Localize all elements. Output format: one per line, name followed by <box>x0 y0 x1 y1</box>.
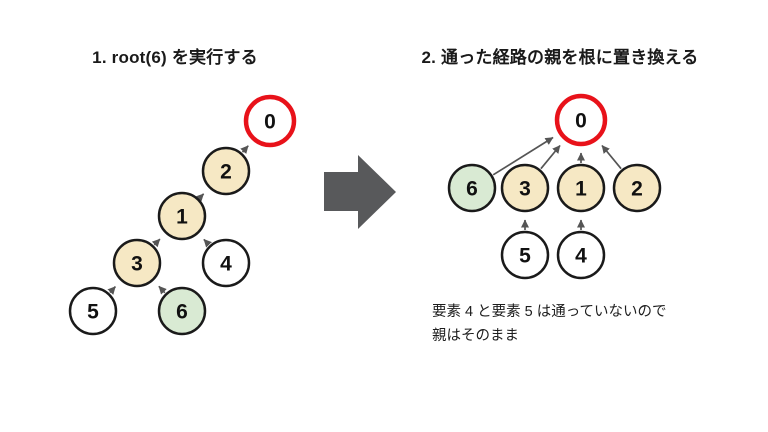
right-node-1 <box>556 163 606 213</box>
left-node-6 <box>157 286 207 336</box>
right-node-label-4: 4 <box>575 245 587 268</box>
right-tree-graph: 0 6 3 1 2 5 4 <box>447 93 662 280</box>
right-node-label-2: 2 <box>631 178 643 201</box>
right-node-label-6: 6 <box>466 178 478 201</box>
left-node-4 <box>201 238 251 288</box>
left-edge-3-to-1 <box>151 238 161 248</box>
right-node-6 <box>447 163 497 213</box>
right-node-label-0: 0 <box>575 110 587 133</box>
left-edge-5-to-3 <box>107 286 117 295</box>
left-node-0 <box>243 94 297 148</box>
left-node-3 <box>112 238 162 288</box>
right-node-3 <box>500 163 550 213</box>
right-node-label-3: 3 <box>519 178 531 201</box>
right-node-4 <box>556 230 606 280</box>
left-node-label-3: 3 <box>131 253 143 276</box>
left-node-label-4: 4 <box>220 253 232 276</box>
left-node-label-2: 2 <box>220 161 232 184</box>
left-edge-1-to-2 <box>195 193 205 203</box>
left-node-5 <box>68 286 118 336</box>
note-caption-line1: 要素 4 と要素 5 は通っていないので <box>432 304 667 320</box>
left-node-label-1: 1 <box>176 206 188 229</box>
right-panel-title: 2. 通った経路の親を根に置き換える <box>421 48 699 67</box>
left-edge-2-to-0 <box>240 145 249 155</box>
left-edge-4-to-1 <box>203 238 212 248</box>
right-node-label-1: 1 <box>575 178 587 201</box>
left-panel-title: 1. root(6) を実行する <box>92 48 258 67</box>
left-node-label-6: 6 <box>176 301 188 324</box>
left-node-1 <box>157 191 207 241</box>
left-node-2 <box>201 146 251 196</box>
right-node-0 <box>554 93 608 147</box>
right-edge-3-to-0 <box>540 144 561 170</box>
left-edge-6-to-3 <box>158 285 167 295</box>
left-node-label-0: 0 <box>264 111 276 134</box>
note-caption: 要素 4 と要素 5 は通っていないので 親はそのまま <box>432 300 667 348</box>
right-edge-2-to-0 <box>601 144 622 170</box>
right-node-5 <box>500 230 550 280</box>
right-node-2 <box>612 163 662 213</box>
left-tree-graph: 0 2 1 3 4 5 6 <box>68 94 297 336</box>
right-node-label-5: 5 <box>519 245 531 268</box>
left-node-label-5: 5 <box>87 301 99 324</box>
right-edge-6-to-0 <box>492 136 554 176</box>
note-caption-line2: 親はそのまま <box>432 328 519 344</box>
transition-right-arrow-icon <box>324 155 396 229</box>
